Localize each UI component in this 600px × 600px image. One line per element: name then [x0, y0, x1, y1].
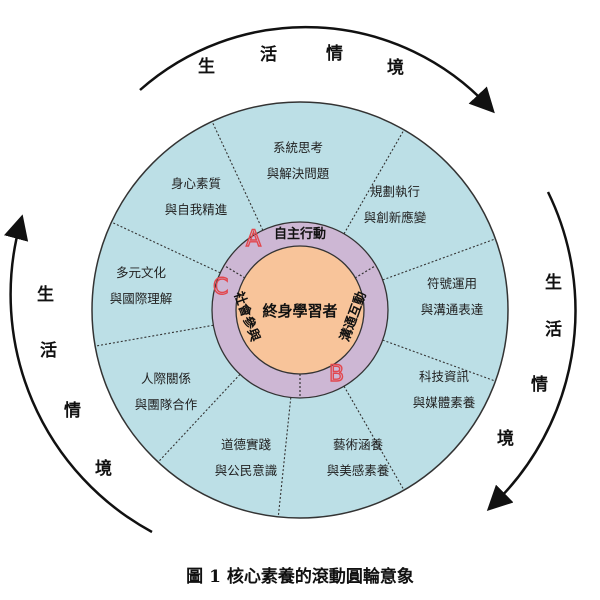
arc-char: 情	[64, 400, 81, 421]
segment-label: 與美感素養	[327, 463, 390, 478]
segment-divider	[382, 339, 496, 382]
segment-label: 身心素質	[171, 176, 221, 191]
arc-char: 境	[497, 428, 514, 449]
segment-label: 與國際理解	[110, 291, 173, 306]
segment-divider	[211, 121, 264, 231]
segment-label: 多元文化	[116, 265, 167, 280]
segment-label: 與團隊合作	[135, 397, 198, 412]
segment-label: 與公民意識	[215, 463, 278, 478]
segment-label: 符號運用	[427, 276, 477, 291]
mark-a: A	[246, 227, 261, 252]
segment-divider	[95, 324, 214, 347]
arc-char: 境	[95, 458, 112, 479]
segment-divider	[111, 221, 221, 274]
segment-divider	[382, 238, 496, 281]
segment-divider	[343, 129, 405, 235]
center-label: 終身學習者	[262, 302, 337, 320]
segment-labels: 系統思考 與解決問題 規劃執行 與創新應變 符號運用 與溝通表達 科技資訊 與媒…	[110, 140, 484, 478]
arc-char: 活	[40, 340, 57, 361]
segment-divider	[277, 397, 292, 517]
arc-char: 生	[37, 284, 54, 305]
segment-label: 系統思考	[273, 140, 323, 155]
segment-label: 與自我精進	[165, 202, 228, 217]
mark-c: C	[213, 275, 228, 300]
ring-label-top: 自主行動	[274, 226, 326, 242]
arc-char: 情	[531, 374, 548, 395]
segment-label: 人際關係	[141, 371, 191, 386]
right-arc-arrow	[486, 191, 577, 511]
segment-dividers	[95, 121, 496, 517]
arc-char: 生	[545, 272, 562, 293]
segment-divider	[157, 373, 241, 463]
segment-label: 與媒體素養	[413, 395, 476, 410]
arc-char: 生	[198, 56, 215, 77]
segment-label: 藝術涵養	[333, 437, 384, 452]
segment-label: 科技資訊	[419, 369, 470, 384]
arc-char: 境	[387, 57, 404, 78]
arc-char: 活	[260, 44, 277, 65]
right-arc-label: 生 活 情 境	[497, 272, 562, 449]
arc-char: 情	[326, 43, 343, 64]
segment-label: 與解決問題	[267, 166, 330, 181]
figure-caption: 圖 1 核心素養的滾動圓輪意象	[186, 566, 414, 587]
mark-b: B	[329, 362, 344, 387]
top-arc-arrow	[139, 25, 495, 114]
segment-divider	[343, 385, 405, 491]
segment-label: 與溝通表達	[421, 302, 484, 317]
left-arc-arrow	[4, 214, 153, 534]
arc-char: 活	[545, 319, 562, 340]
segment-label: 與創新應變	[364, 210, 427, 225]
segment-label: 規劃執行	[370, 184, 420, 199]
top-arc-label: 生 活 情 境	[198, 43, 404, 78]
left-arc-label: 生 活 情 境	[37, 284, 112, 479]
segment-label: 道德實踐	[221, 437, 272, 452]
